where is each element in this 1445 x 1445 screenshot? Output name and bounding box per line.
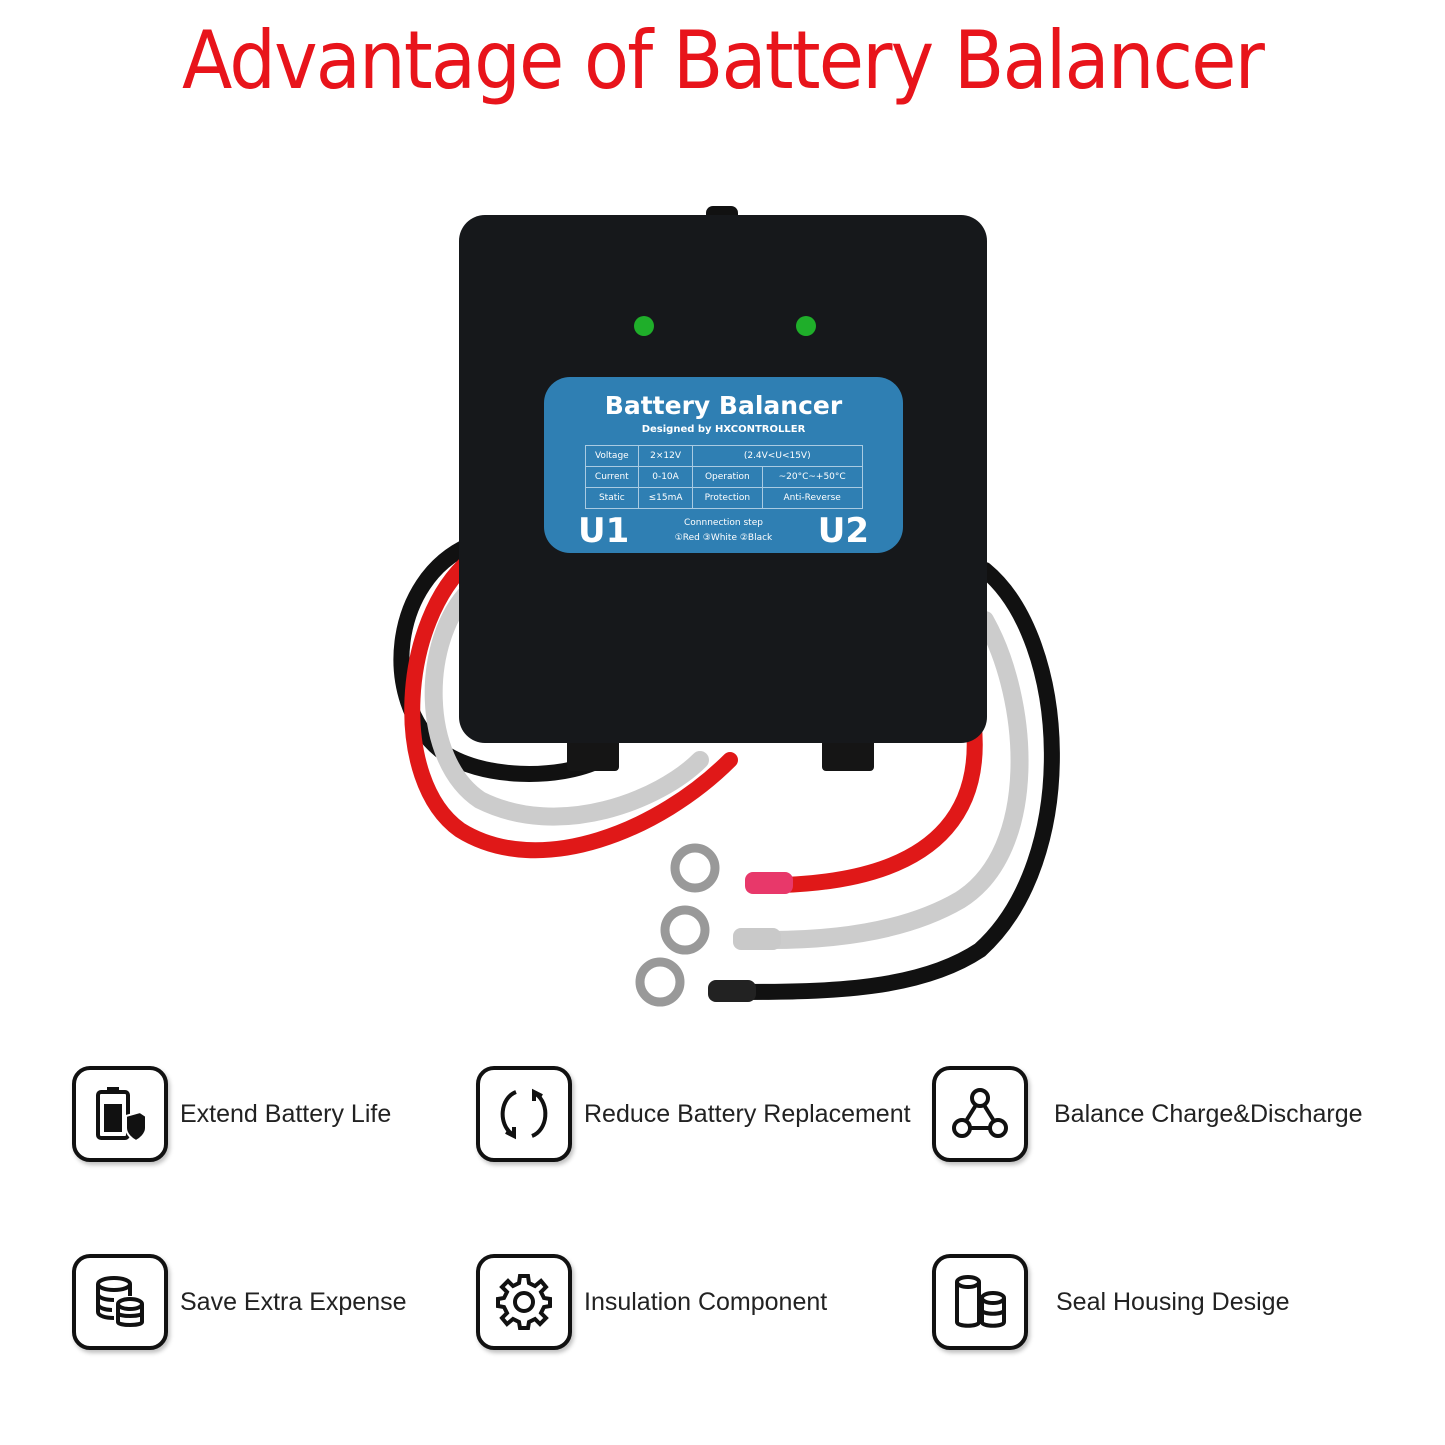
table-row: Static ≤15mA Protection Anti-Reverse <box>584 487 863 509</box>
spec-cell: (2.4V<U<15V) <box>691 445 863 467</box>
u1-label: U1 <box>578 511 630 551</box>
spec-cell: Protection <box>691 487 763 509</box>
spec-cell: Current <box>584 466 640 488</box>
spec-cell: 2×12V <box>638 445 693 467</box>
feature-label: Balance Charge&Discharge <box>1054 1099 1363 1128</box>
feature-reduce-battery-replacement: Reduce Battery Replacement <box>476 1066 911 1162</box>
connection-title: Connnection step <box>684 518 763 528</box>
feature-label: Extend Battery Life <box>180 1099 392 1128</box>
table-row: Voltage 2×12V (2.4V<U<15V) <box>584 445 863 467</box>
product-label: Battery Balancer Designed by HXCONTROLLE… <box>544 377 903 553</box>
feature-label: Insulation Component <box>584 1287 828 1316</box>
feature-balance-charge-discharge: Balance Charge&Discharge <box>932 1066 1363 1162</box>
white-wire-right <box>761 611 1029 949</box>
page-title: Advantage of Battery Balancer <box>181 14 1265 107</box>
spec-cell: Anti-Reverse <box>761 487 863 509</box>
feature-label: Reduce Battery Replacement <box>584 1099 911 1128</box>
feature-seal-housing-design: Seal Housing Desige <box>932 1254 1289 1350</box>
spec-cell: Static <box>584 487 640 509</box>
feature-extend-battery-life: Extend Battery Life <box>72 1066 391 1162</box>
spec-cell: Operation <box>691 466 763 488</box>
spec-cell: ~20°C~+50°C <box>761 466 863 488</box>
feature-label: Seal Housing Desige <box>1056 1287 1290 1316</box>
spec-cell: ≤15mA <box>638 487 693 509</box>
black-wire-right <box>732 562 1060 1000</box>
label-title: Battery Balancer <box>604 391 843 420</box>
led-u1 <box>634 316 654 336</box>
spec-cell: 0-10A <box>638 466 693 488</box>
table-row: Current 0-10A Operation ~20°C~+50°C <box>584 466 863 488</box>
spec-cell: Voltage <box>584 445 640 467</box>
label-subtitle: Designed by HXCONTROLLER <box>641 424 806 435</box>
spec-table: Voltage 2×12V (2.4V<U<15V) Current 0-10A… <box>584 445 863 509</box>
red-wire-left <box>404 552 738 859</box>
coin-stack-icon <box>72 1254 168 1350</box>
led-u2 <box>796 316 816 336</box>
network-nodes-icon <box>932 1066 1028 1162</box>
feature-insulation-component: Insulation Component <box>476 1254 827 1350</box>
cylinders-icon <box>932 1254 1028 1350</box>
battery-shield-icon <box>72 1066 168 1162</box>
connection-steps: ①Red ③White ②Black <box>674 533 773 543</box>
feature-label: Save Extra Expense <box>180 1287 407 1316</box>
white-wire-left <box>424 581 709 826</box>
u2-label: U2 <box>817 511 869 551</box>
feature-save-extra-expense: Save Extra Expense <box>72 1254 407 1350</box>
refresh-icon <box>476 1066 572 1162</box>
gear-icon <box>476 1254 572 1350</box>
ring-terminals <box>635 843 793 1007</box>
